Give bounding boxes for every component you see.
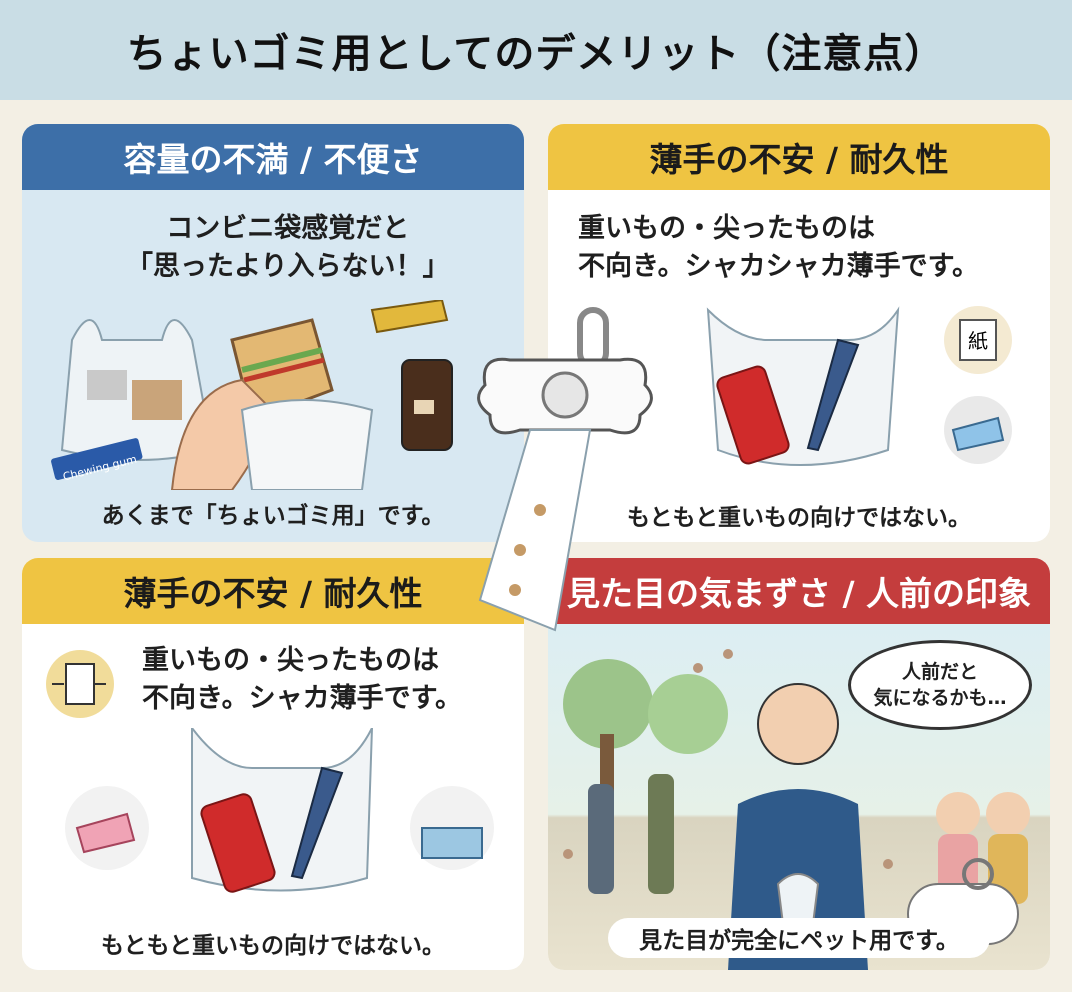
carabiner-icon bbox=[577, 307, 609, 369]
bag-strip-icon bbox=[478, 429, 592, 632]
park-illustration bbox=[563, 649, 1030, 970]
thin-top-lead: 重いもの・尖ったものは 不向き。シャカシャカ薄手です。 bbox=[578, 210, 979, 286]
coffee-can-icon bbox=[401, 359, 453, 451]
capacity-caption: あくまで「ちょいゴミ用」です。 bbox=[101, 503, 445, 529]
thin-bottom-illustration bbox=[65, 728, 494, 893]
paper-label: 紙 bbox=[968, 329, 988, 353]
thin-bottom-caption: もともと重いもの向けではない。 bbox=[100, 933, 446, 959]
thin-bottom-lead: 重いもの・尖ったものは 不向き。シャカ薄手です。 bbox=[142, 642, 462, 718]
panel-capacity: 容量の不満 / 不便さ コンビニ袋感覚だと 「思ったより入らない！」 Chewi… bbox=[22, 124, 524, 542]
capacity-illustration: Chewing gum bbox=[51, 300, 453, 490]
trash-bag-icon bbox=[60, 319, 214, 461]
thin-top-lead-line2: 不向き。シャカシャカ薄手です。 bbox=[578, 251, 979, 282]
looks-caption: 見た目が完全にペット用です。 bbox=[608, 918, 990, 958]
thought-line1: 人前だと bbox=[901, 661, 978, 683]
page-title: ちょいゴミ用としてのデメリット（注意点） bbox=[126, 31, 946, 77]
candy-icon bbox=[75, 812, 136, 854]
panel-thin-bottom-heading: 薄手の不安 / 耐久性 bbox=[22, 558, 524, 624]
person-icon bbox=[648, 774, 674, 894]
thought-line2: 気になるかも… bbox=[873, 687, 1007, 709]
soda-can-icon bbox=[200, 793, 276, 893]
thin-top-illustration: 紙 bbox=[706, 306, 1012, 466]
person-icon bbox=[936, 792, 980, 836]
panel-looks-heading: 見た目の気まずさ / 人前の印象 bbox=[548, 558, 1050, 624]
capacity-lead-line1: コンビニ袋感覚だと bbox=[166, 213, 410, 244]
thin-top-lead-line1: 重いもの・尖ったものは bbox=[578, 213, 875, 244]
tissue-box-icon bbox=[421, 827, 483, 859]
paw-print-icon bbox=[509, 504, 546, 596]
candy-icon bbox=[951, 416, 1005, 452]
panel-thin-top: 薄手の不安 / 耐久性 重いもの・尖ったものは 不向き。シャカシャカ薄手です。 … bbox=[548, 124, 1050, 542]
panel-thin-top-heading: 薄手の不安 / 耐久性 bbox=[548, 124, 1050, 190]
open-bag-icon bbox=[240, 399, 374, 490]
snack-wrapper-icon bbox=[370, 300, 449, 334]
panel-thin-bottom: 薄手の不安 / 耐久性 重いもの・尖ったものは 不向き。シャカ薄手です。 もとも… bbox=[22, 558, 524, 970]
compress-icon bbox=[46, 650, 114, 718]
capacity-lead-line2: 「思ったより入らない！」 bbox=[126, 251, 450, 282]
pen-icon bbox=[806, 338, 860, 452]
person-icon bbox=[588, 784, 614, 894]
panel-looks: 見た目の気まずさ / 人前の印象 人 bbox=[548, 558, 1050, 970]
person-icon bbox=[986, 792, 1030, 836]
trash-bag-icon bbox=[776, 873, 820, 925]
thin-bottom-lead-line1: 重いもの・尖ったものは bbox=[142, 645, 439, 676]
panel-capacity-heading: 容量の不満 / 不便さ bbox=[22, 124, 524, 190]
thin-top-caption: もともと重いもの向けではない。 bbox=[626, 505, 972, 531]
paw-print-icon bbox=[563, 649, 893, 869]
thin-bottom-lead-line2: 不向き。シャカ薄手です。 bbox=[142, 683, 462, 714]
capacity-lead: コンビニ袋感覚だと 「思ったより入らない！」 bbox=[126, 210, 449, 286]
soda-can-icon bbox=[716, 365, 790, 465]
pen-icon bbox=[290, 766, 344, 880]
paper-icon bbox=[959, 319, 997, 361]
bone-dispenser-icon bbox=[477, 307, 653, 632]
title-bar: ちょいゴミ用としてのデメリット（注意点） bbox=[0, 0, 1072, 100]
thought-bubble: 人前だと 気になるかも… bbox=[848, 640, 1032, 730]
